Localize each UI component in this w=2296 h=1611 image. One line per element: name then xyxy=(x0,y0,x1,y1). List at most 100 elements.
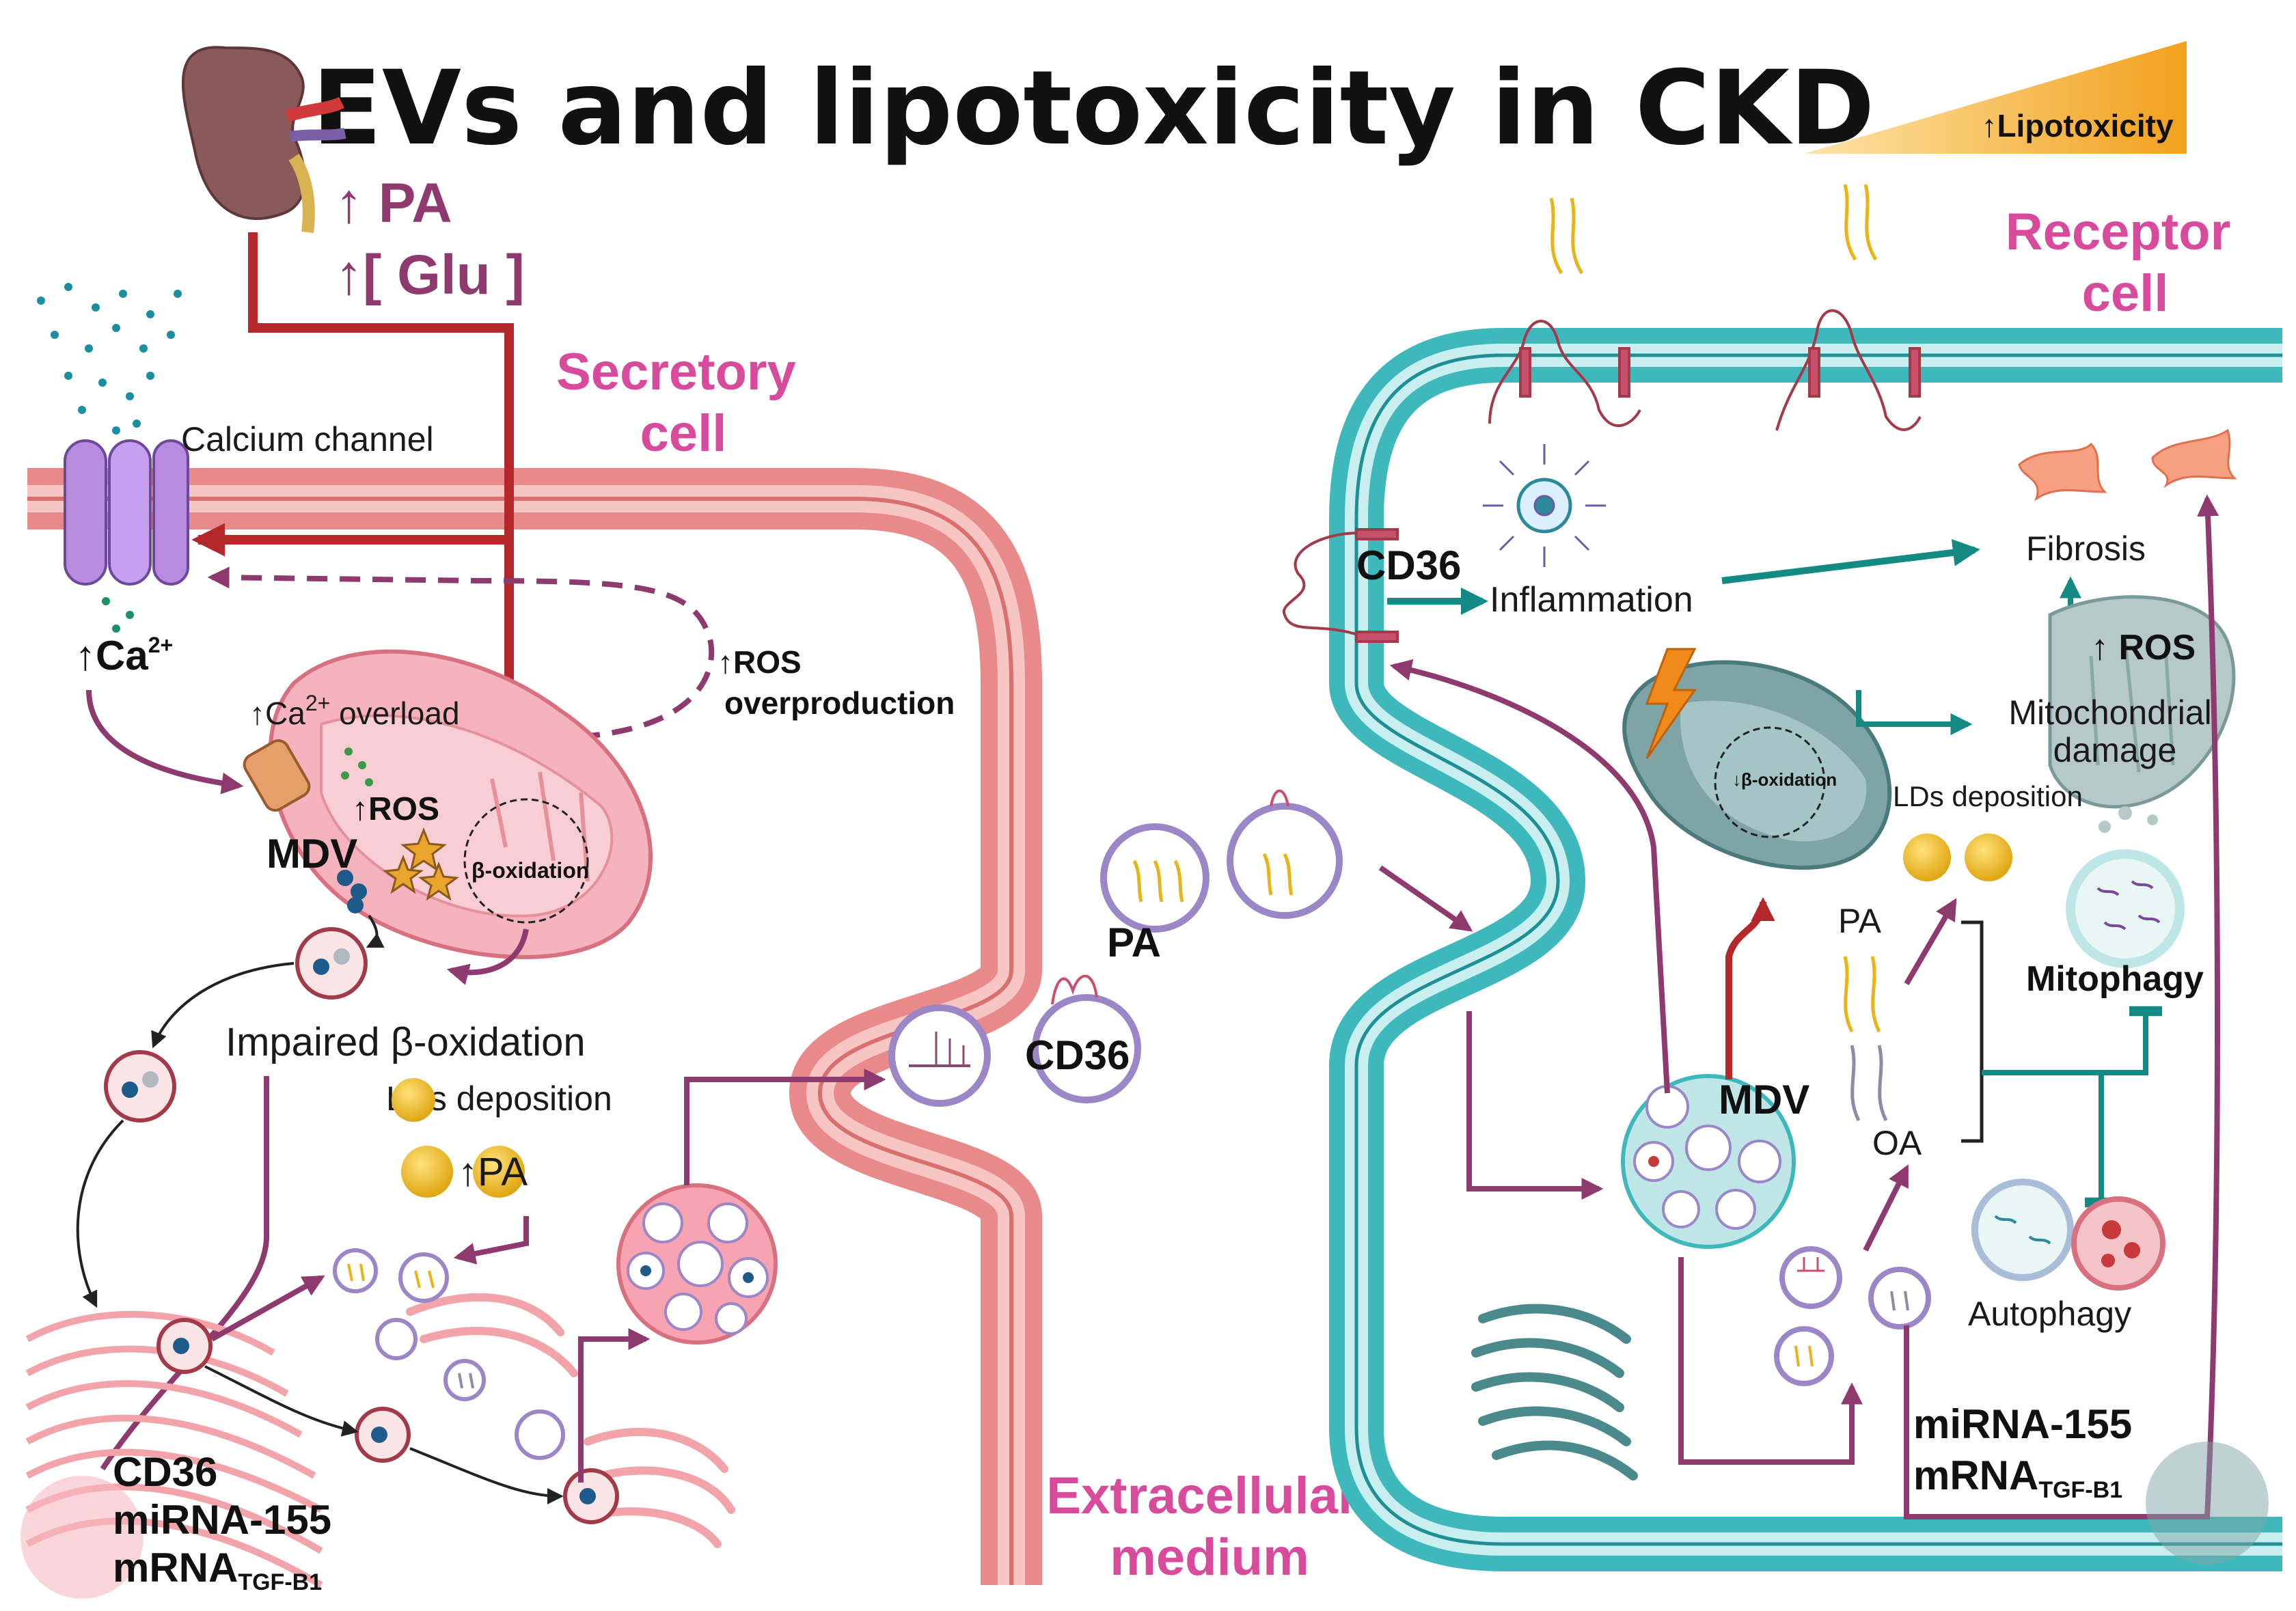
receptor-mitochondrion xyxy=(1622,660,1892,870)
receptor-multivesicular-body xyxy=(1621,1074,1796,1249)
autophagy-icon xyxy=(1971,1179,2165,1291)
lipotoxicity-gradient: ↑Lipotoxicity xyxy=(1804,41,2187,154)
mdv-arrow xyxy=(76,1119,124,1308)
mvb-to-cd36-arrow xyxy=(1389,659,1670,1094)
mvb-to-membrane-arrow xyxy=(684,1069,886,1185)
mdv-dots xyxy=(337,870,367,913)
impaired-to-er-arrow xyxy=(100,1076,269,1471)
receptor-oa-label: OA xyxy=(1872,1124,1922,1162)
receptor-cell-membrane xyxy=(1329,328,2282,1571)
inflammation-to-fibrosis-arrow xyxy=(1721,539,1980,584)
mdv-vesicle xyxy=(104,1050,176,1123)
pa-lipid-icon xyxy=(1843,956,1881,1033)
damaged-mitochondrion xyxy=(2048,595,2236,833)
ca-overload-label: ↑Ca2+ overload xyxy=(249,691,460,731)
secretory-nucleus xyxy=(20,1476,144,1599)
vesicle-to-oa-arrow xyxy=(1863,1164,1909,1252)
lipid-vesicle xyxy=(375,1318,418,1360)
ros-star-icon xyxy=(382,827,460,901)
receptor-cd36-label: CD36 xyxy=(1356,542,1461,588)
ca-transporter-icon xyxy=(243,739,311,812)
pa-to-vesicle-arrow xyxy=(453,1216,529,1265)
lipid-ligand xyxy=(1843,184,1878,261)
secretory-multivesicular-body xyxy=(616,1183,778,1345)
exosome-pa xyxy=(1100,823,1210,933)
lipid-inhibition-line xyxy=(1982,1006,2162,1075)
extracellular-cd36-label: CD36 xyxy=(1025,1032,1130,1078)
lipid-droplet xyxy=(392,1078,435,1122)
fibrosis-label: Fibrosis xyxy=(2026,529,2146,568)
receptor-mdv-label: MDV xyxy=(1719,1077,1809,1123)
ros-overproduction-label: ↑ROS overproduction xyxy=(718,644,955,721)
ros-feedback-arrow xyxy=(207,566,715,741)
secretory-cargo-mrna: mRNATGF-B1 xyxy=(113,1545,322,1595)
er-vesicle xyxy=(355,1407,411,1463)
exosome-cd36 xyxy=(1032,974,1141,1103)
kidney-glu-label: ↑[ Glu ] xyxy=(335,244,525,306)
mito-to-damage-arrow xyxy=(1856,690,1973,735)
receptor-golgi xyxy=(1471,1304,1638,1481)
inflammation-label: Inflammation xyxy=(1490,580,1693,620)
diagram-title: EVs and lipotoxicity in CKD xyxy=(312,49,1874,168)
lipids-to-lds-arrow xyxy=(1904,898,1957,986)
receptor-lds-label: LDs deposition xyxy=(1893,780,2083,812)
calcium-channel-icon xyxy=(64,439,189,586)
golgi-to-mvb-arrow xyxy=(578,1328,651,1483)
er-vesicle xyxy=(563,1468,619,1524)
lipid-bracket xyxy=(1961,920,1984,1143)
receptor-beta-oxidation-label: ↓β-oxidation xyxy=(1732,769,1837,790)
secretory-cell-label: Secretory cell xyxy=(556,343,810,463)
exosome-vesicle xyxy=(1774,1326,1834,1386)
er-arrow xyxy=(409,1447,564,1504)
mito-beta-oxidation-label: β-oxidation xyxy=(472,858,589,883)
mdv-arrow xyxy=(151,962,295,1049)
mdv-arrow xyxy=(366,914,385,948)
calcium-ions xyxy=(37,283,182,435)
kidney-icon xyxy=(181,46,346,234)
budding-exosome xyxy=(888,1004,991,1107)
lipid-droplet xyxy=(1965,834,2012,881)
lipid-vesicle xyxy=(515,1409,565,1460)
secretory-mitochondrion xyxy=(268,649,653,959)
calcium-influx-dots xyxy=(102,597,134,633)
receptor-nucleus xyxy=(2146,1442,2269,1565)
autophagy-label: Autophagy xyxy=(1968,1295,2131,1333)
mitophagy-label: Mitophagy xyxy=(2026,959,2204,999)
secretory-mdv-label: MDV xyxy=(266,831,357,877)
exosome-vesicle xyxy=(1868,1267,1931,1330)
extracellular-medium-label: Extracellular medium xyxy=(1046,1467,1372,1586)
receptor-cargo-mirna: miRNA-155 xyxy=(1913,1401,2132,1447)
lipid-vesicle xyxy=(398,1252,449,1303)
fibroblast-icon xyxy=(2018,428,2237,501)
calcium-increase-label: ↑Ca2+ xyxy=(75,633,173,678)
kidney-pa-label: ↑ PA xyxy=(335,172,452,234)
membrane-receptor xyxy=(1775,309,1922,431)
secretory-cargo-list: CD36 miRNA-155 xyxy=(113,1449,331,1543)
impaired-beta-oxidation-label: Impaired β-oxidation xyxy=(226,1020,586,1064)
mvb-to-mito-arrow xyxy=(1725,897,1775,1079)
receptor-cargo-mrna: mRNATGF-B1 xyxy=(1913,1452,2122,1503)
lightning-icon xyxy=(1645,648,1697,759)
lipotoxicity-label: ↑Lipotoxicity xyxy=(1981,108,2174,143)
er-to-vesicle-arrow xyxy=(210,1275,325,1342)
calcium-to-mito-arrow xyxy=(86,689,244,795)
lipid-vesicle xyxy=(333,1248,378,1293)
mdv-vesicle xyxy=(295,927,368,1000)
cd36-receptor xyxy=(1282,528,1399,643)
receptor-ros-label: ↑ ROS xyxy=(2091,628,2196,667)
exosome-uptake-arrow xyxy=(1378,865,1473,932)
exosome-vesicle xyxy=(1779,1246,1842,1309)
oa-lipid-icon xyxy=(1850,1045,1888,1122)
lipid-droplet xyxy=(401,1146,453,1198)
er-arrow xyxy=(204,1365,359,1437)
lipid-droplet xyxy=(473,1146,525,1198)
lipid-droplet xyxy=(1903,834,1951,881)
calcium-channel-label: Calcium channel xyxy=(181,420,434,458)
mito-ros-label: ↑ROS xyxy=(352,791,439,827)
lipid-ligand xyxy=(1549,197,1584,275)
exosome-pa xyxy=(1227,789,1343,919)
inflammation-icon xyxy=(1483,444,1606,567)
lipid-vesicle xyxy=(443,1359,486,1401)
secretory-pa-label: ↑PA xyxy=(458,1150,528,1194)
